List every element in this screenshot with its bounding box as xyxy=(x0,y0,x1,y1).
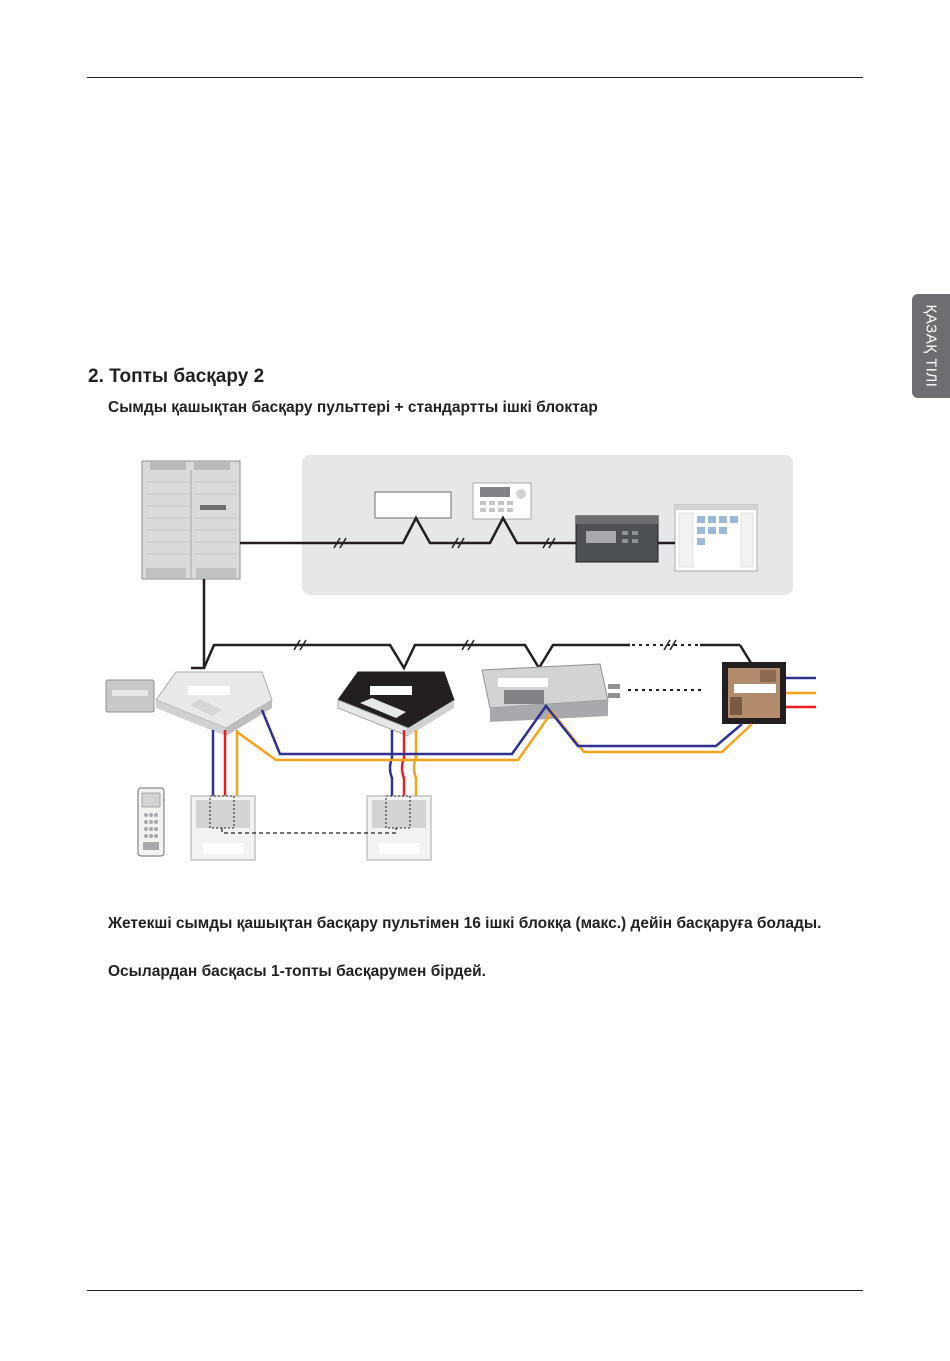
note-line-1: Жетекші сымды қашықтан басқару пультімен… xyxy=(108,912,848,936)
simple-central-controller-icon xyxy=(473,483,531,519)
note-line-2: Осылардан басқасы 1-топты басқарумен бір… xyxy=(108,960,848,984)
outdoor-unit-icon xyxy=(142,461,240,579)
language-tab[interactable]: ҚАЗАҚ ТІЛІ xyxy=(912,294,950,398)
cassette-unit-2-icon xyxy=(338,672,454,736)
language-tab-label: ҚАЗАҚ ТІЛІ xyxy=(923,305,940,388)
touch-controller-icon xyxy=(375,492,451,518)
section-subheading: Сымды қашықтан басқару пульттері + станд… xyxy=(108,399,598,417)
remote-wiring xyxy=(213,730,416,796)
top-rule xyxy=(87,77,863,78)
erv-unit-icon xyxy=(722,662,786,724)
cassette-unit-1-icon xyxy=(156,672,272,736)
wireless-remote-icon xyxy=(138,788,164,856)
interface-module-icon xyxy=(106,680,154,712)
bottom-rule xyxy=(87,1290,863,1291)
group-control-diagram xyxy=(0,440,950,880)
wired-remote-2-icon xyxy=(367,796,431,860)
wired-remote-1-icon xyxy=(191,796,255,860)
pc-software-icon xyxy=(675,505,757,571)
section-heading: 2. Топты басқару 2 xyxy=(88,366,264,388)
ac-manager-icon xyxy=(576,516,658,562)
